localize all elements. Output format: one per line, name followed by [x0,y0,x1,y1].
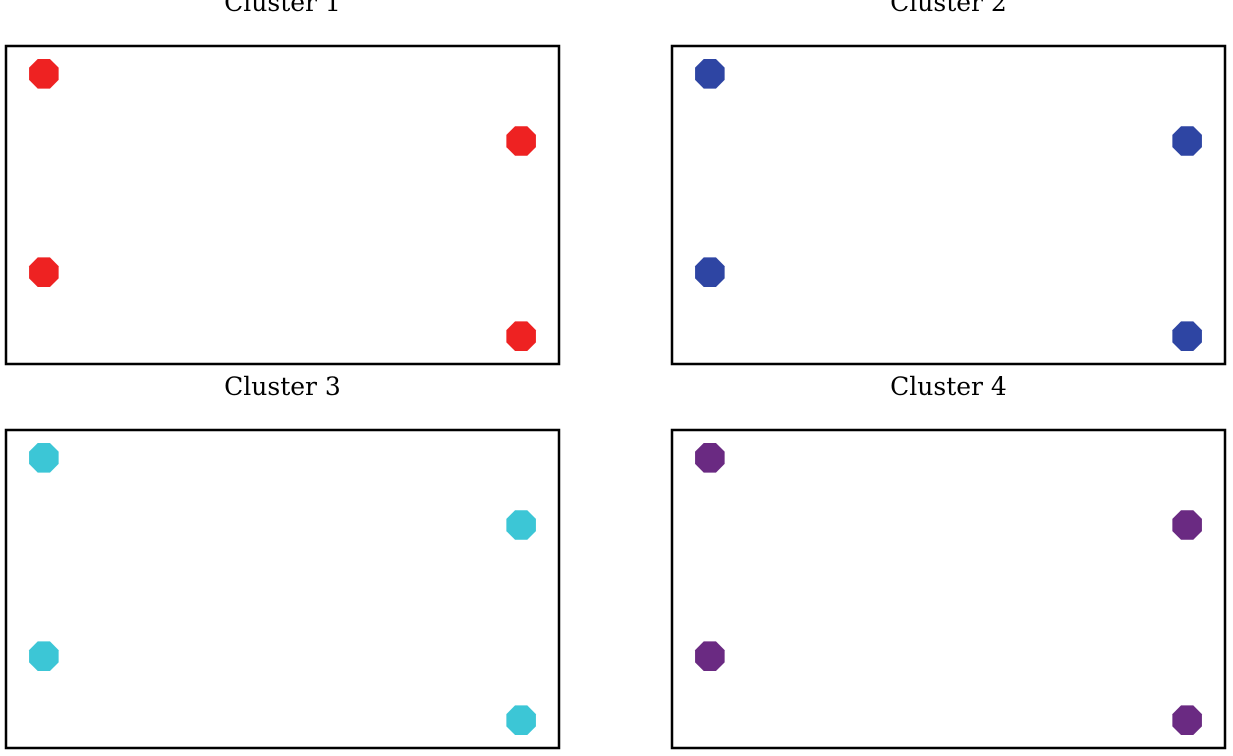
scatter-point [695,59,725,89]
panel-title: Cluster 2 [890,0,1007,17]
scatter-point [506,126,536,156]
cluster-plot-3 [4,428,561,750]
scatter-point [695,257,725,287]
cluster-panel-1: Cluster 1 [4,0,561,370]
scatter-point [1172,705,1202,735]
scatter-point [695,443,725,473]
scatter-point [1172,126,1202,156]
scatter-point [506,705,536,735]
panel-title: Cluster 4 [890,372,1007,401]
scatter-point [29,443,59,473]
axes-frame [4,44,561,366]
cluster-plot-4 [670,428,1227,750]
panel-title: Cluster 1 [224,0,341,17]
cluster-panel-2: Cluster 2 [670,0,1227,370]
cluster-plot-2 [670,44,1227,366]
cluster-panel-3: Cluster 3 [4,372,561,754]
scatter-point [29,641,59,671]
scatter-point [506,321,536,351]
panel-title: Cluster 3 [224,372,341,401]
scatter-point [1172,510,1202,540]
scatter-point [29,59,59,89]
cluster-panel-4: Cluster 4 [670,372,1227,754]
scatter-point [506,510,536,540]
scatter-point [695,641,725,671]
axes-frame [670,44,1227,366]
axes-frame [4,428,561,750]
scatter-point [29,257,59,287]
cluster-plot-1 [4,44,561,366]
axes-frame [670,428,1227,750]
scatter-point [1172,321,1202,351]
